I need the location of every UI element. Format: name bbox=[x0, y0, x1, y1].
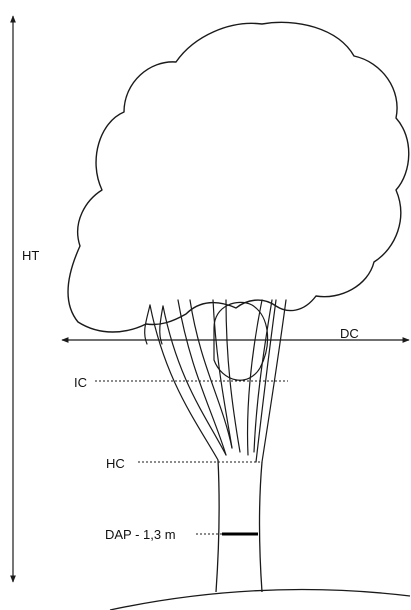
ground-line bbox=[110, 590, 410, 610]
tree-trunk bbox=[216, 460, 262, 592]
hc-label: HC bbox=[106, 457, 125, 470]
ht-label: HT bbox=[22, 249, 39, 262]
ic-label: IC bbox=[74, 376, 87, 389]
dap-label: DAP - 1,3 m bbox=[105, 528, 176, 541]
tree-crown bbox=[68, 22, 409, 332]
dc-label: DC bbox=[340, 327, 359, 340]
